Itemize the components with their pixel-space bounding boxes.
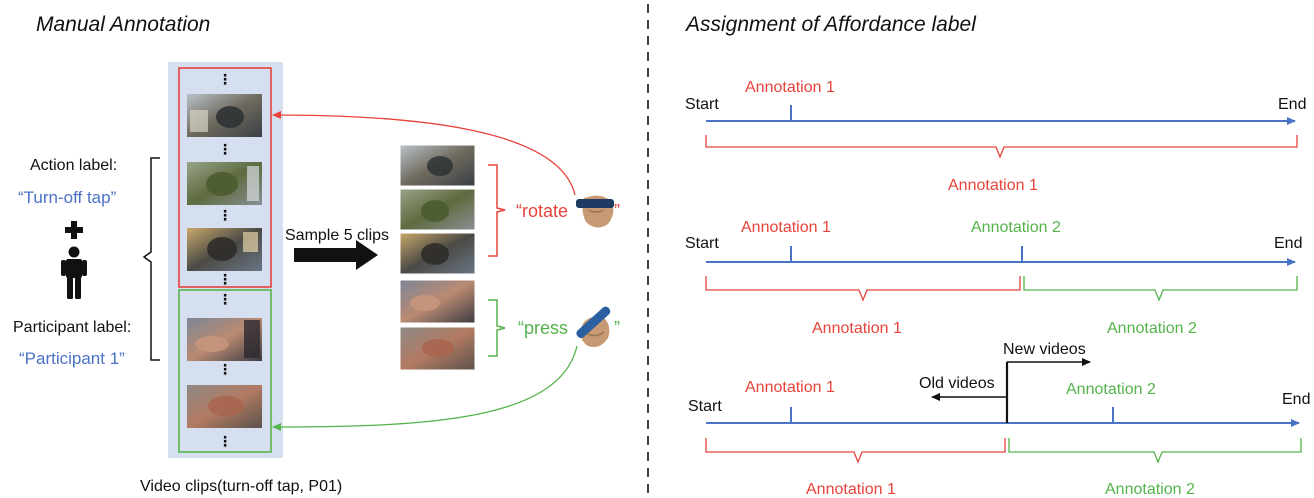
rotate-clips-box xyxy=(178,67,272,288)
press-bracket xyxy=(488,299,506,357)
verb-press-close-quote: ” xyxy=(614,318,620,338)
strip-ellipsis-6: ⋮ xyxy=(218,361,232,377)
left-panel-title: Manual Annotation xyxy=(36,13,210,36)
timeline-3-brace-1 xyxy=(705,438,1006,464)
press-hand-icon xyxy=(576,306,611,347)
press-clips-box xyxy=(178,289,272,453)
video-strip-caption: Video clips(turn-off tap, P01) xyxy=(140,478,342,495)
timeline-2-brace-1-label: Annotation 1 xyxy=(812,320,902,337)
action-label-value: “Turn-off tap” xyxy=(18,188,117,207)
verb-rotate-close-quote: ” xyxy=(614,201,620,221)
sample-arrow-label: Sample 5 clips xyxy=(285,227,389,244)
timeline-3-start-label: Start xyxy=(688,398,722,415)
timeline-2-brace-2-label: Annotation 2 xyxy=(1107,320,1197,337)
plus-icon xyxy=(65,221,83,239)
strip-frame-5 xyxy=(187,385,262,428)
verb-rotate: “rotate xyxy=(516,201,568,221)
strip-ellipsis-4: ⋮ xyxy=(218,271,232,287)
person-icon xyxy=(61,246,87,299)
timeline-1-brace-1 xyxy=(705,135,1298,159)
timeline-1-brace-1-label: Annotation 1 xyxy=(948,177,1038,194)
timeline-3-brace-2 xyxy=(1008,438,1302,464)
rotate-return-arrow xyxy=(272,111,576,196)
labels-brace xyxy=(142,157,160,361)
timeline-1-tick-1-label: Annotation 1 xyxy=(745,79,835,96)
strip-frame-1 xyxy=(187,94,262,137)
strip-ellipsis-3: ⋮ xyxy=(218,207,232,223)
sample-arrow xyxy=(294,240,378,270)
strip-ellipsis-7: ⋮ xyxy=(218,433,232,449)
timeline-1: Start End Annotation 1 Annotation 1 xyxy=(685,79,1306,194)
sampled-clip-2 xyxy=(399,188,476,231)
timeline-2-start-label: Start xyxy=(685,235,719,252)
timeline-3-tick-2-label: Annotation 2 xyxy=(1066,381,1156,398)
new-videos-label: New videos xyxy=(1003,341,1086,358)
timeline-2-brace-2 xyxy=(1023,276,1298,302)
old-videos-label: Old videos xyxy=(919,375,995,392)
participant-label-value: “Participant 1” xyxy=(19,349,125,368)
rotate-hand-icon xyxy=(576,195,614,228)
strip-frame-4 xyxy=(187,318,262,361)
strip-ellipsis-2: ⋮ xyxy=(218,141,232,157)
strip-frame-2 xyxy=(187,162,262,205)
sampled-clip-1 xyxy=(399,144,476,187)
verb-press: “press xyxy=(518,318,568,338)
timeline-2-tick-1-label: Annotation 1 xyxy=(741,219,831,236)
timeline-3: Start End Annotation 1 Annotation 2 New … xyxy=(688,341,1310,498)
timeline-2-end-label: End xyxy=(1274,235,1302,252)
press-return-arrow xyxy=(272,345,578,431)
strip-ellipsis-1: ⋮ xyxy=(218,71,232,87)
timeline-3-brace-2-label: Annotation 2 xyxy=(1105,481,1195,498)
right-panel-title: Assignment of Affordance label xyxy=(684,13,977,36)
timeline-2: Start End Annotation 1 Annotation 2 Anno… xyxy=(685,219,1302,337)
timeline-3-end-label: End xyxy=(1282,391,1310,408)
participant-label-caption: Participant label: xyxy=(13,319,131,336)
sampled-clip-3 xyxy=(399,232,476,275)
timeline-3-brace-1-label: Annotation 1 xyxy=(806,481,896,498)
timeline-3-tick-1-label: Annotation 1 xyxy=(745,379,835,396)
strip-frame-3 xyxy=(187,228,262,271)
rotate-bracket xyxy=(488,164,506,257)
strip-ellipsis-5: ⋮ xyxy=(218,291,232,307)
timeline-1-end-label: End xyxy=(1278,96,1306,113)
timeline-1-start-label: Start xyxy=(685,96,719,113)
timeline-2-tick-2-label: Annotation 2 xyxy=(971,219,1061,236)
timeline-2-brace-1 xyxy=(705,276,1021,302)
sampled-clip-5 xyxy=(399,326,476,371)
action-label-caption: Action label: xyxy=(30,157,117,174)
sampled-clip-4 xyxy=(399,279,476,324)
